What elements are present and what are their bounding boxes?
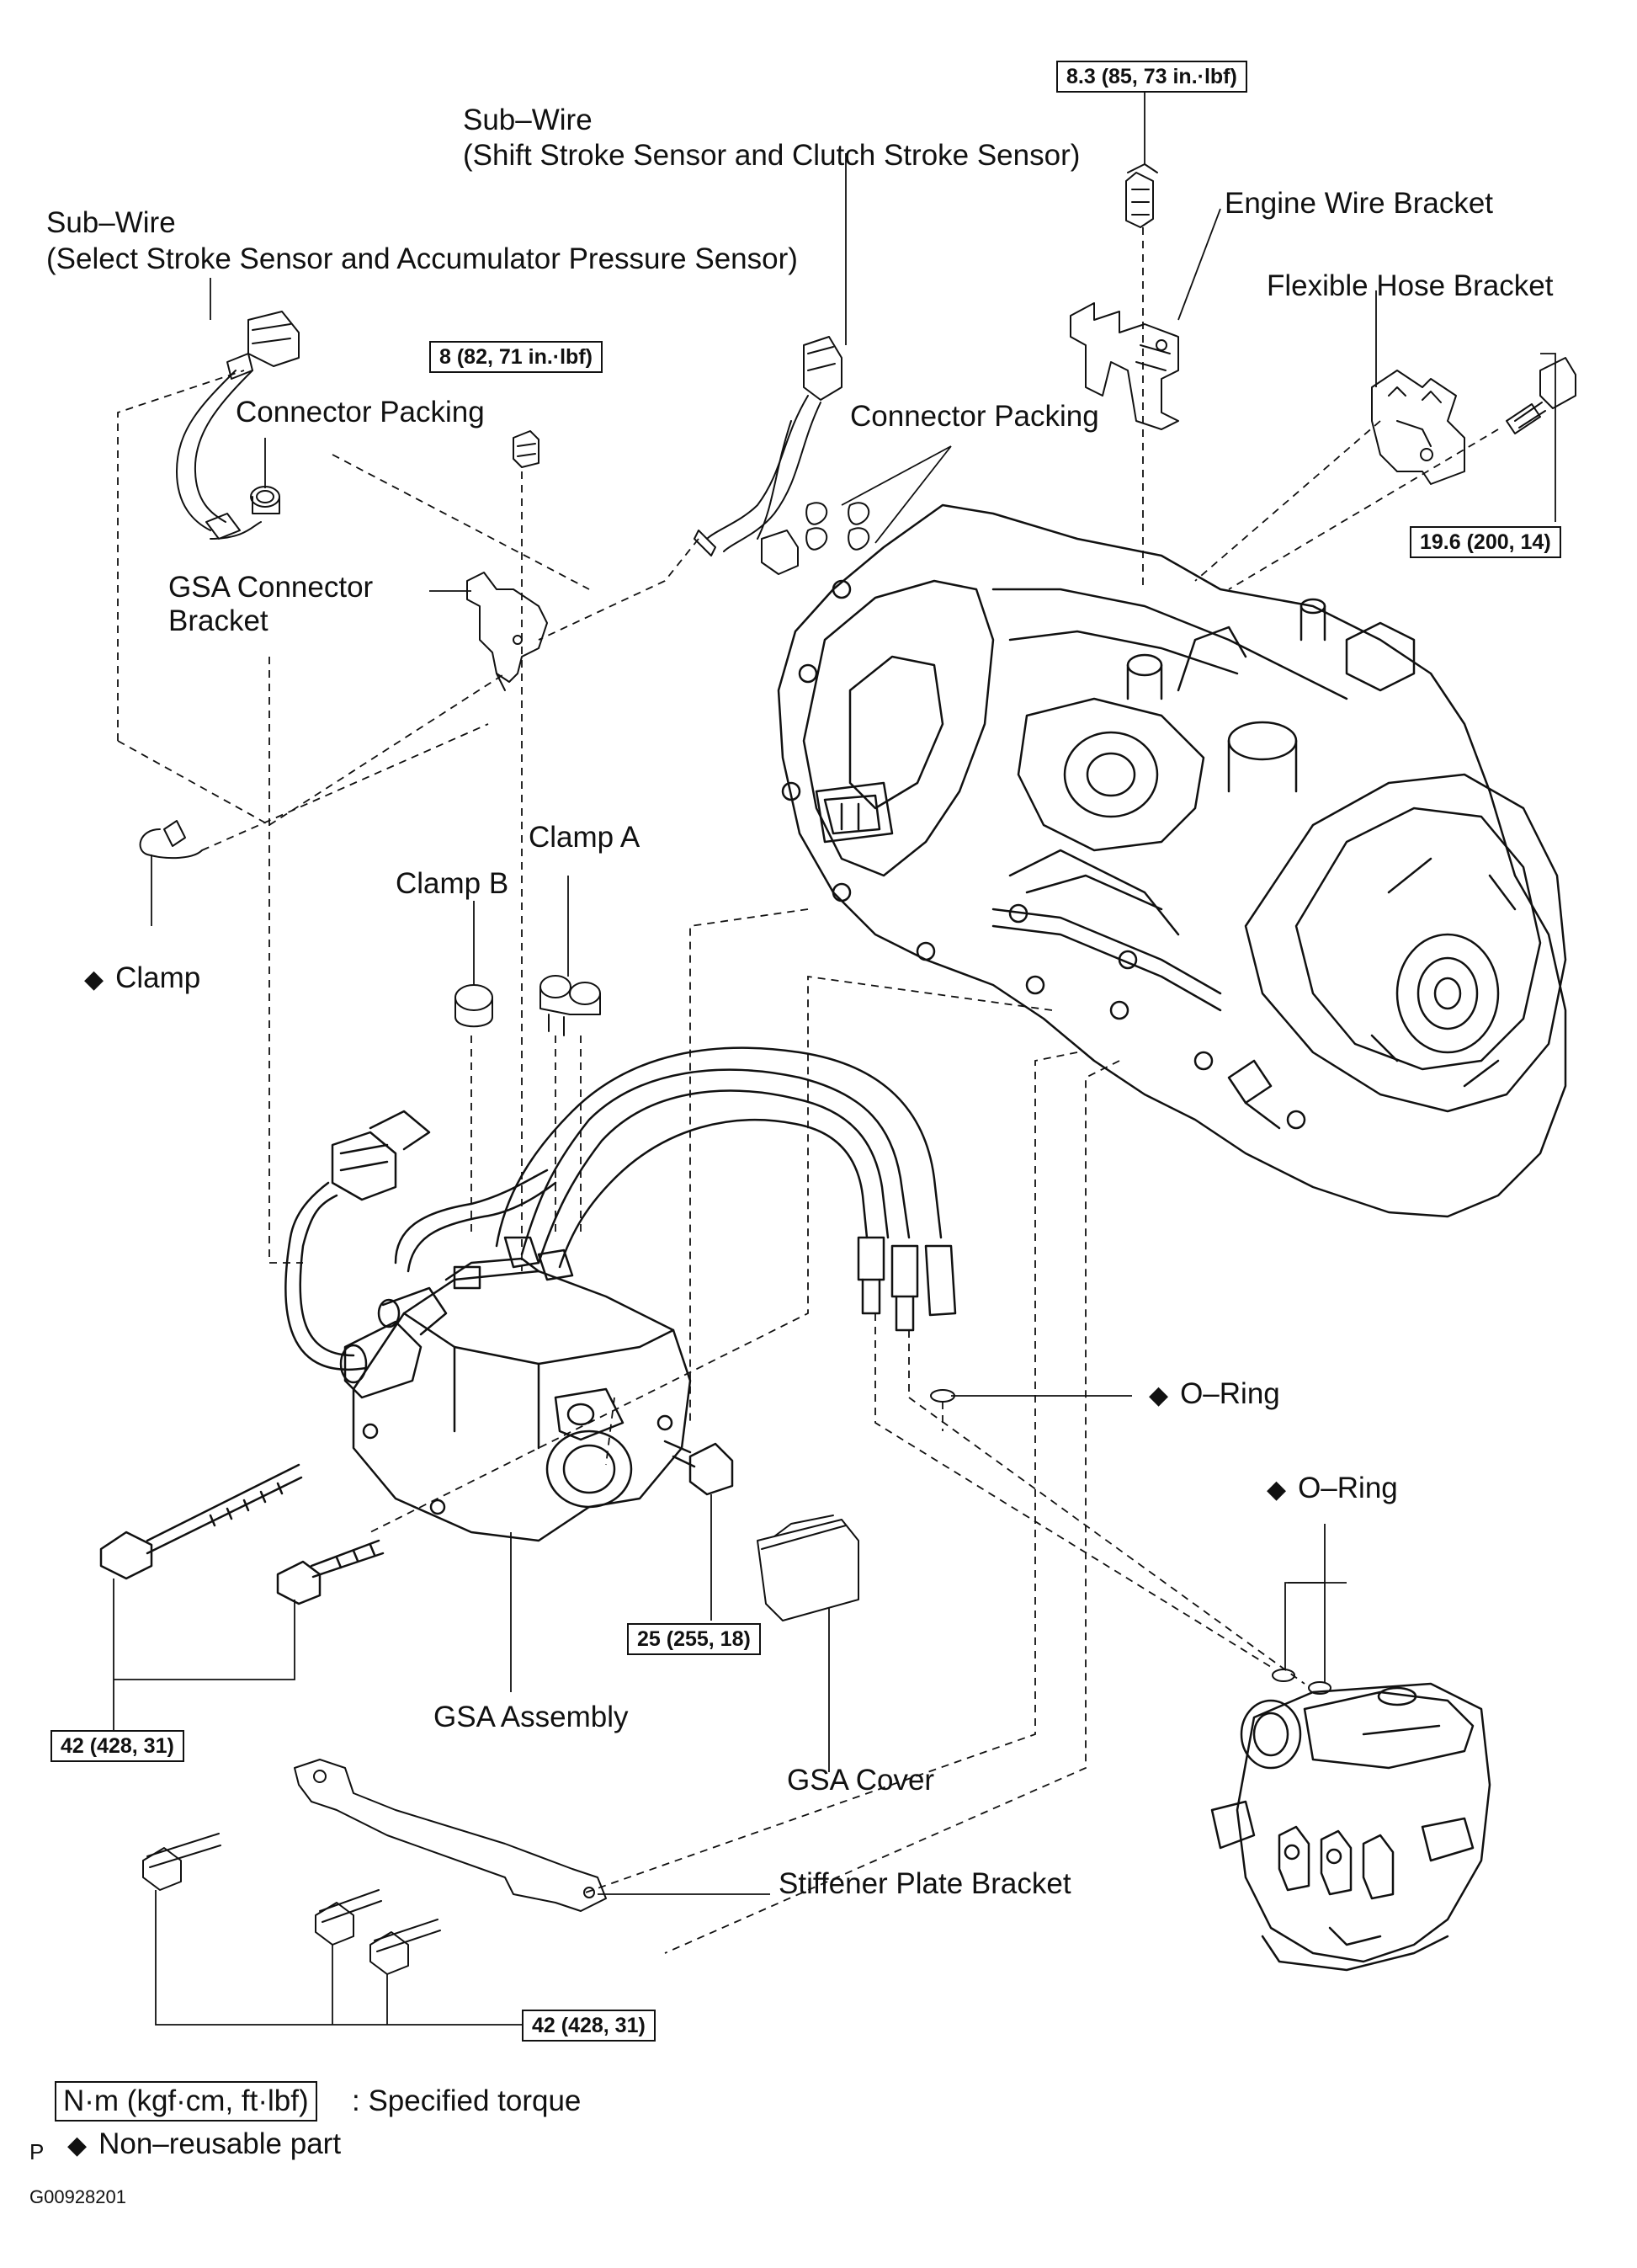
sub-wire-select-label-1: Sub–Wire xyxy=(46,206,176,239)
sub-wire-shift-label-2: (Shift Stroke Sensor and Clutch Stroke S… xyxy=(463,139,1081,172)
clamp-part xyxy=(139,820,203,860)
o-ring-lower-label: ◆ O–Ring xyxy=(1267,1472,1398,1507)
torque-stiffener-bolts: 42 (428, 31) xyxy=(522,2010,656,2042)
gsa-cover-part xyxy=(757,1515,859,1621)
stiffener-plate-bracket-label: Stiffener Plate Bracket xyxy=(779,1867,1071,1900)
assembly-dashed-lines xyxy=(117,227,1499,1954)
engine-wire-bracket-label: Engine Wire Bracket xyxy=(1225,187,1494,220)
flexible-hose-bracket-part xyxy=(1371,357,1576,485)
sub-wire-select-label-2: (Select Stroke Sensor and Accumulator Pr… xyxy=(46,242,798,275)
clamp-b-part xyxy=(454,984,493,1028)
o-ring-upper-label: ◆ O–Ring xyxy=(1149,1377,1280,1413)
sub-wire-shift-part xyxy=(694,336,870,575)
non-reusable-diamond-icon: ◆ xyxy=(1267,1476,1287,1504)
o-ring-lower-text: O–Ring xyxy=(1298,1472,1398,1504)
figure-id: G00928201 xyxy=(29,2186,126,2207)
page-letter: P xyxy=(29,2139,45,2164)
leader-lines xyxy=(113,91,1556,2026)
connector-packing-left-label: Connector Packing xyxy=(236,396,485,429)
torque-gsa-connector-bolt: 8 (82, 71 in.·lbf) xyxy=(429,341,603,373)
sub-wire-shift-label-1: Sub–Wire xyxy=(463,104,593,136)
torque-flexible-hose-bolt: 19.6 (200, 14) xyxy=(1410,526,1561,558)
gsa-cover-label: GSA Cover xyxy=(787,1764,935,1797)
gsa-connector-bracket-label-2: Bracket xyxy=(168,604,268,637)
non-reusable-diamond-icon: ◆ xyxy=(1149,1382,1169,1409)
torque-gsa-mount-bolts: 42 (428, 31) xyxy=(50,1730,184,1762)
stiffener-plate-bracket-part xyxy=(142,1759,607,1975)
clamp-a-part xyxy=(539,975,601,1036)
engine-wire-bracket-part xyxy=(1070,163,1179,430)
gsa-assembly-part xyxy=(99,1046,957,1605)
gsa-connector-bracket-label-1: GSA Connector xyxy=(168,571,374,604)
legend-torque-unit-text: : Specified torque xyxy=(352,2084,582,2117)
non-reusable-diamond-icon: ◆ xyxy=(67,2132,88,2159)
legend-non-reusable: ◆ Non–reusable part xyxy=(67,2127,341,2163)
clamp-label-text: Clamp xyxy=(115,961,201,994)
gsa-connector-bracket-part xyxy=(466,430,548,691)
transaxle-housing xyxy=(777,503,1567,1218)
legend-non-reusable-text: Non–reusable part xyxy=(98,2127,342,2160)
torque-engine-wire-bolt: 8.3 (85, 73 in.·lbf) xyxy=(1056,61,1247,93)
clamp-label: ◆ Clamp xyxy=(84,961,200,997)
o-ring-parts xyxy=(930,1389,1331,1695)
legend-torque-unit-box: N·m (kgf·cm, ft·lbf) xyxy=(55,2081,317,2122)
gsa-assembly-label: GSA Assembly xyxy=(433,1701,629,1733)
clamp-a-label: Clamp A xyxy=(529,821,640,854)
pump-assembly-part xyxy=(1210,1682,1491,1972)
torque-gsa-union-bolt: 25 (255, 18) xyxy=(627,1623,761,1655)
flexible-hose-bracket-label: Flexible Hose Bracket xyxy=(1267,269,1554,302)
o-ring-upper-text: O–Ring xyxy=(1180,1377,1280,1410)
non-reusable-diamond-icon: ◆ xyxy=(84,966,104,993)
sub-wire-select-part xyxy=(176,311,300,540)
connector-packing-right-label: Connector Packing xyxy=(850,400,1099,433)
clamp-b-label: Clamp B xyxy=(396,867,509,900)
